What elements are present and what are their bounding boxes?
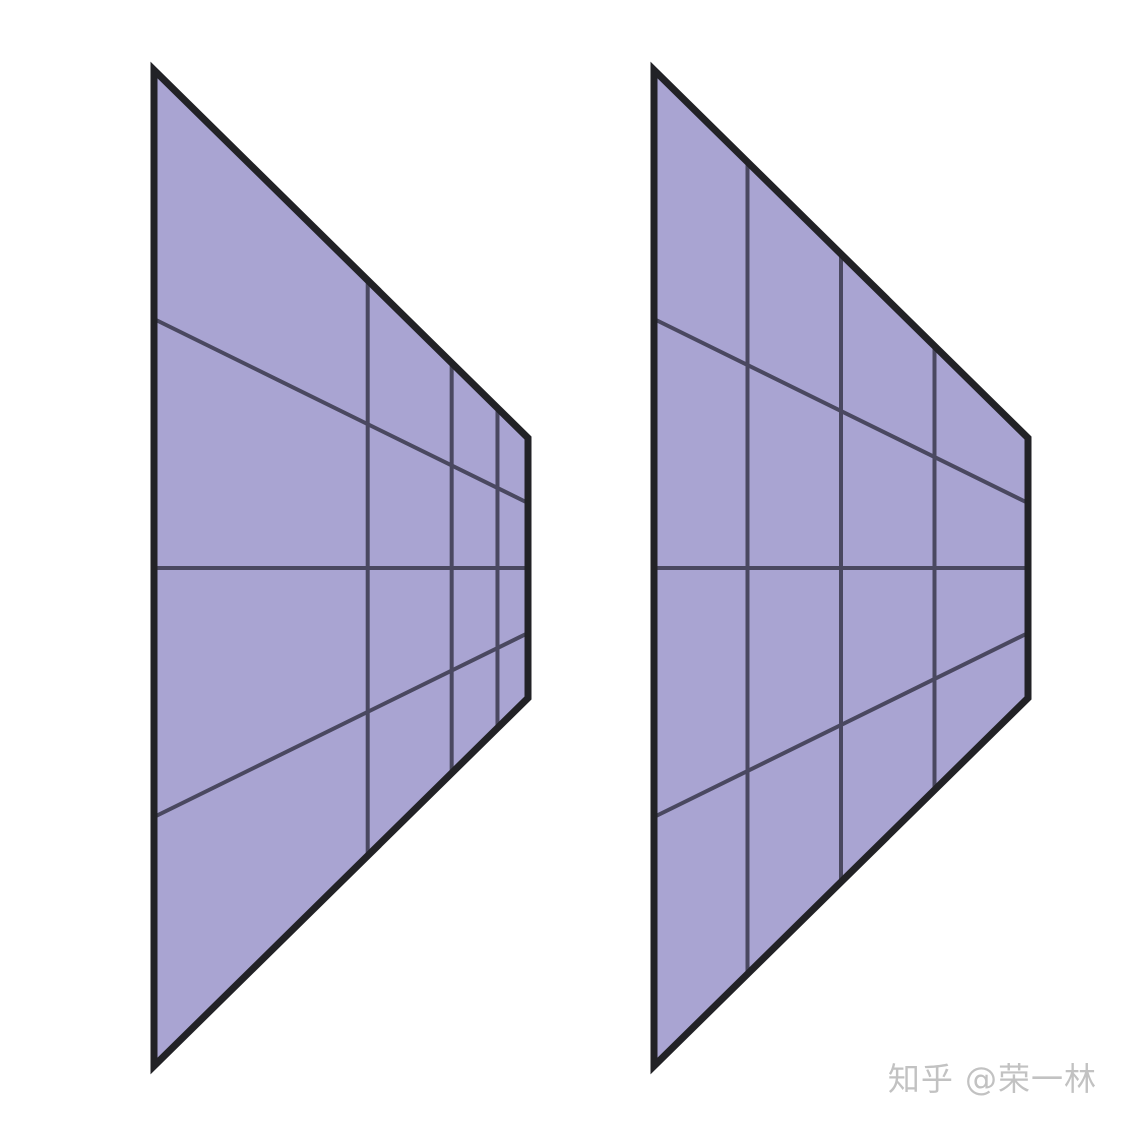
left-panel-outline — [150, 61, 532, 1075]
right-converging-line-3 — [653, 631, 1029, 819]
left-converging-line-1 — [153, 317, 529, 505]
right-panel-outline — [650, 61, 1032, 1075]
watermark-text: 知乎 @荣一林 — [887, 1060, 1097, 1098]
right-perspective-panel — [650, 61, 1032, 1075]
right-converging-line-1 — [653, 317, 1029, 505]
left-converging-line-3 — [153, 631, 529, 819]
left-perspective-panel — [150, 61, 532, 1075]
